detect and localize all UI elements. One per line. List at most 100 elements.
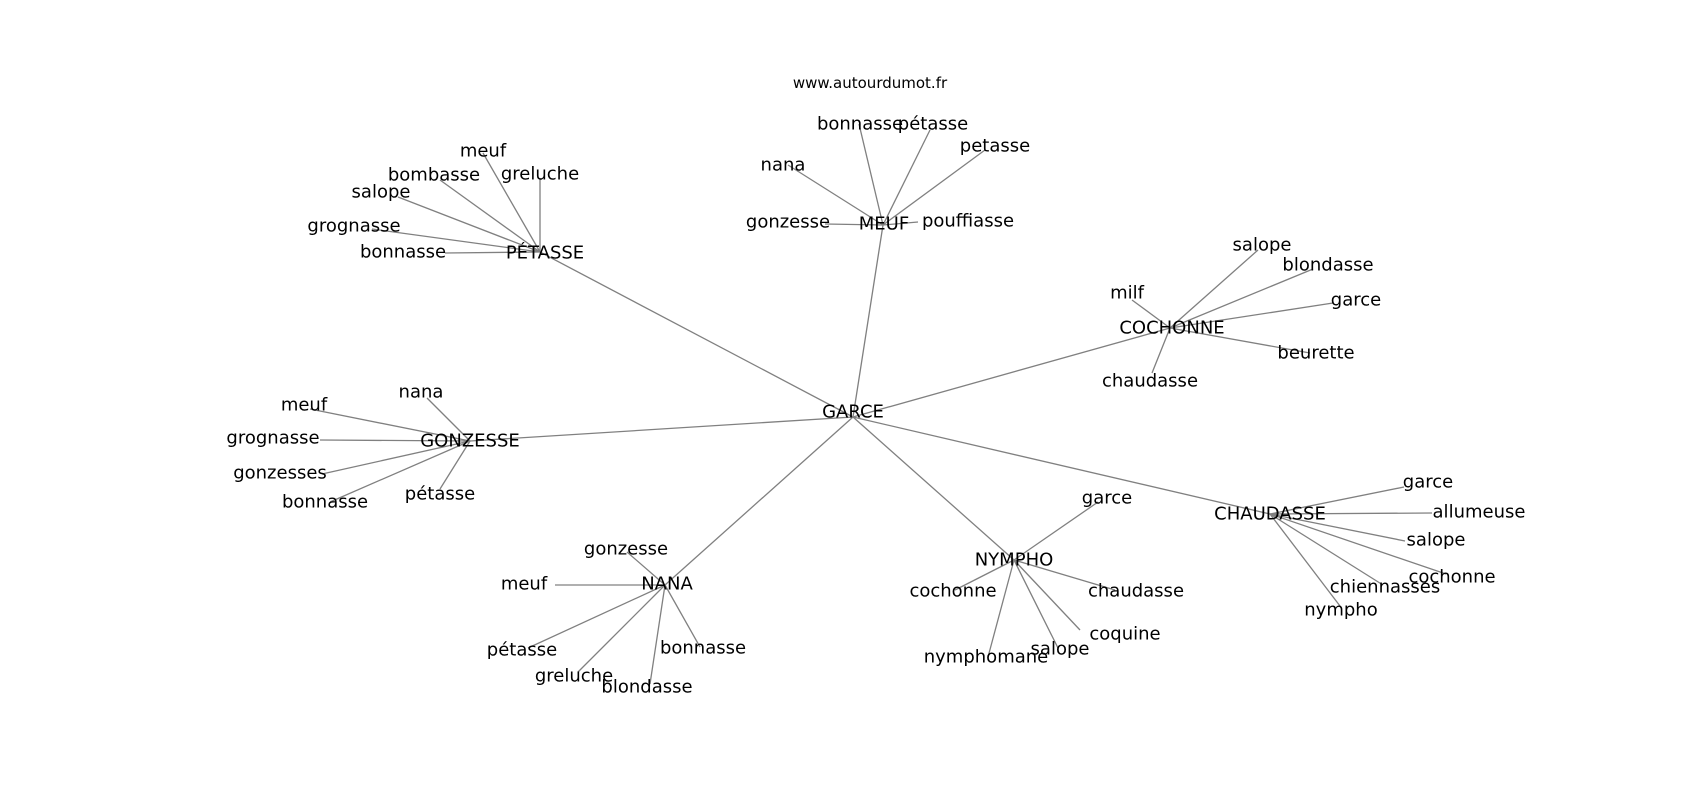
node-leaf-cochonne-blondasse[interactable]: blondasse bbox=[1282, 255, 1373, 276]
node-leaf-meuf-nana[interactable]: nana bbox=[761, 155, 806, 176]
node-gonzesse-hub[interactable]: GONZESSE bbox=[420, 431, 520, 452]
edge-gonzesse-hub-gonzesse-gonzesses bbox=[321, 440, 471, 475]
edge-chaudasse-hub-chaudasse-allumeuse bbox=[1269, 512, 1433, 515]
edge-gonzesse-hub-gonzesse-bonnasse bbox=[329, 440, 471, 503]
edge-gonzesse-hub-gonzesse-meuf bbox=[309, 408, 471, 442]
node-leaf-cochonne-salope[interactable]: salope bbox=[1233, 235, 1292, 256]
edge-petasse-hub-petasse-grognasse bbox=[371, 228, 541, 253]
node-leaf-chaudasse-salope[interactable]: salope bbox=[1407, 530, 1466, 551]
node-leaf-nympho-chaudasse[interactable]: chaudasse bbox=[1088, 581, 1184, 602]
edge-meuf-hub-meuf-gonzesse bbox=[824, 223, 884, 226]
node-leaf-nympho-salope[interactable]: salope bbox=[1031, 639, 1090, 660]
edge-petasse-hub-petasse-bonnasse bbox=[444, 251, 541, 254]
edge-gonzesse-hub-gonzesse-nana bbox=[426, 397, 471, 442]
edge-garce-nympho-hub bbox=[852, 416, 1015, 561]
edge-chaudasse-hub-chaudasse-nympho bbox=[1269, 513, 1341, 607]
edge-cochonne-hub-cochonne-garce bbox=[1169, 302, 1334, 329]
edge-nana-hub-nana-greluche bbox=[577, 584, 666, 673]
edge-chaudasse-hub-chaudasse-garce bbox=[1269, 486, 1405, 515]
node-leaf-gonzesse-nana[interactable]: nana bbox=[399, 382, 444, 403]
node-leaf-chaudasse-allumeuse[interactable]: allumeuse bbox=[1433, 502, 1526, 523]
edge-garce-cochonne-hub bbox=[852, 327, 1171, 418]
node-leaf-petasse-bombasse[interactable]: bombasse bbox=[388, 165, 480, 186]
node-leaf-nana-blondasse[interactable]: blondasse bbox=[601, 677, 692, 698]
site-url[interactable]: www.autourdumot.fr bbox=[793, 74, 948, 92]
node-leaf-chaudasse-chiennasses[interactable]: chiennasses bbox=[1330, 577, 1440, 598]
node-leaf-chaudasse-nympho[interactable]: nympho bbox=[1304, 600, 1377, 621]
edge-layer bbox=[309, 123, 1447, 685]
node-leaf-nana-petasse[interactable]: pétasse bbox=[487, 640, 557, 661]
node-leaf-meuf-pouffiasse[interactable]: pouffiasse bbox=[922, 211, 1014, 232]
edge-nana-hub-nana-gonzesse bbox=[626, 551, 666, 586]
node-leaf-chaudasse-garce[interactable]: garce bbox=[1403, 472, 1453, 493]
node-leaf-nympho-coquine[interactable]: coquine bbox=[1089, 624, 1160, 645]
edge-gonzesse-hub-gonzesse-grognasse bbox=[319, 439, 471, 442]
edge-garce-gonzesse-hub bbox=[469, 416, 854, 442]
node-leaf-nana-greluche[interactable]: greluche bbox=[535, 666, 613, 687]
edge-nympho-hub-nympho-chaudasse bbox=[1013, 559, 1116, 591]
edge-cochonne-hub-cochonne-blondasse bbox=[1169, 268, 1314, 329]
node-leaf-gonzesse-grognasse[interactable]: grognasse bbox=[226, 428, 319, 449]
node-leaf-nympho-cochonne[interactable]: cochonne bbox=[909, 581, 996, 602]
edge-petasse-hub-petasse-salope bbox=[397, 196, 541, 253]
node-leaf-cochonne-beurette[interactable]: beurette bbox=[1277, 343, 1354, 364]
node-petasse-hub[interactable]: PÉTASSE bbox=[506, 242, 584, 264]
edge-nana-hub-nana-bonnasse bbox=[664, 584, 701, 648]
edge-nympho-hub-nympho-garce bbox=[1013, 501, 1099, 561]
node-leaf-petasse-meuf[interactable]: meuf bbox=[460, 141, 507, 162]
node-leaf-gonzesse-gonzesses[interactable]: gonzesses bbox=[233, 463, 327, 484]
node-leaf-gonzesse-bonnasse[interactable]: bonnasse bbox=[282, 492, 368, 513]
edge-meuf-hub-meuf-petasse bbox=[882, 149, 986, 226]
edge-cochonne-hub-cochonne-beurette bbox=[1169, 327, 1311, 354]
edge-nana-hub-nana-petasse bbox=[527, 584, 666, 649]
node-leaf-petasse-bonnasse[interactable]: bonnasse bbox=[360, 242, 446, 263]
node-nana-hub[interactable]: NANA bbox=[641, 574, 693, 595]
node-cochonne-hub[interactable]: COCHONNE bbox=[1119, 318, 1224, 339]
node-leaf-gonzesse-petasse[interactable]: pétasse bbox=[405, 484, 475, 505]
node-leaf-chaudasse-cochonne[interactable]: cochonne bbox=[1408, 567, 1495, 588]
node-leaf-petasse-grognasse[interactable]: grognasse bbox=[307, 216, 400, 237]
node-leaf-meuf-petasse[interactable]: petasse bbox=[960, 136, 1030, 157]
edge-meuf-hub-meuf-pouffiasse bbox=[882, 221, 919, 226]
edge-chaudasse-hub-chaudasse-cochonne bbox=[1269, 513, 1447, 575]
edge-garce-meuf-hub bbox=[852, 224, 884, 418]
edge-garce-petasse-hub bbox=[539, 251, 854, 418]
edge-meuf-hub-meuf-bonnasse bbox=[858, 123, 884, 226]
edge-nympho-hub-nympho-nymphomane bbox=[987, 559, 1015, 658]
node-leaf-petasse-salope[interactable]: salope bbox=[352, 182, 411, 203]
node-leaf-nana-meuf[interactable]: meuf bbox=[501, 574, 548, 595]
node-leaf-cochonne-chaudasse[interactable]: chaudasse bbox=[1102, 371, 1198, 392]
edge-chaudasse-hub-chaudasse-chiennasses bbox=[1269, 513, 1384, 586]
node-leaf-nana-gonzesse[interactable]: gonzesse bbox=[584, 539, 668, 560]
edge-nympho-hub-nympho-cochonne bbox=[954, 559, 1015, 591]
node-leaf-cochonne-milf[interactable]: milf bbox=[1110, 283, 1145, 304]
edge-nana-hub-nana-blondasse bbox=[649, 584, 666, 685]
edge-petasse-hub-petasse-meuf bbox=[482, 152, 541, 253]
label-layer: www.autourdumot.fr GARCEPÉTASSEmeufgrelu… bbox=[226, 74, 1525, 698]
edge-garce-chaudasse-hub bbox=[852, 416, 1271, 515]
node-meuf-hub[interactable]: MEUF bbox=[859, 214, 909, 235]
edge-cochonne-hub-cochonne-chaudasse bbox=[1151, 327, 1171, 374]
edge-garce-nana-hub bbox=[664, 416, 854, 586]
node-leaf-meuf-petasse-accent[interactable]: pétasse bbox=[898, 114, 968, 135]
edge-gonzesse-hub-gonzesse-petasse bbox=[439, 440, 471, 490]
node-leaf-meuf-gonzesse[interactable]: gonzesse bbox=[746, 212, 830, 233]
node-leaf-nana-bonnasse[interactable]: bonnasse bbox=[660, 638, 746, 659]
edge-petasse-hub-petasse-bombasse bbox=[439, 179, 541, 253]
node-leaf-cochonne-garce[interactable]: garce bbox=[1331, 290, 1381, 311]
node-leaf-gonzesse-meuf[interactable]: meuf bbox=[281, 395, 328, 416]
edge-nympho-hub-nympho-coquine bbox=[1013, 559, 1081, 631]
node-chaudasse-hub[interactable]: CHAUDASSE bbox=[1214, 504, 1326, 525]
edge-meuf-hub-meuf-nana bbox=[787, 164, 884, 226]
node-leaf-meuf-bonnasse[interactable]: bonnasse bbox=[817, 114, 903, 135]
node-leaf-nympho-nymphomane[interactable]: nymphomane bbox=[924, 647, 1049, 668]
node-leaf-nympho-garce[interactable]: garce bbox=[1082, 488, 1132, 509]
node-center-garce[interactable]: GARCE bbox=[822, 402, 884, 423]
edge-meuf-hub-meuf-petasse-accent bbox=[882, 129, 931, 226]
node-nympho-hub[interactable]: NYMPHO bbox=[975, 550, 1054, 571]
node-leaf-petasse-greluche[interactable]: greluche bbox=[501, 164, 579, 185]
edge-nympho-hub-nympho-salope bbox=[1013, 559, 1059, 649]
edge-cochonne-hub-cochonne-milf bbox=[1131, 299, 1171, 329]
